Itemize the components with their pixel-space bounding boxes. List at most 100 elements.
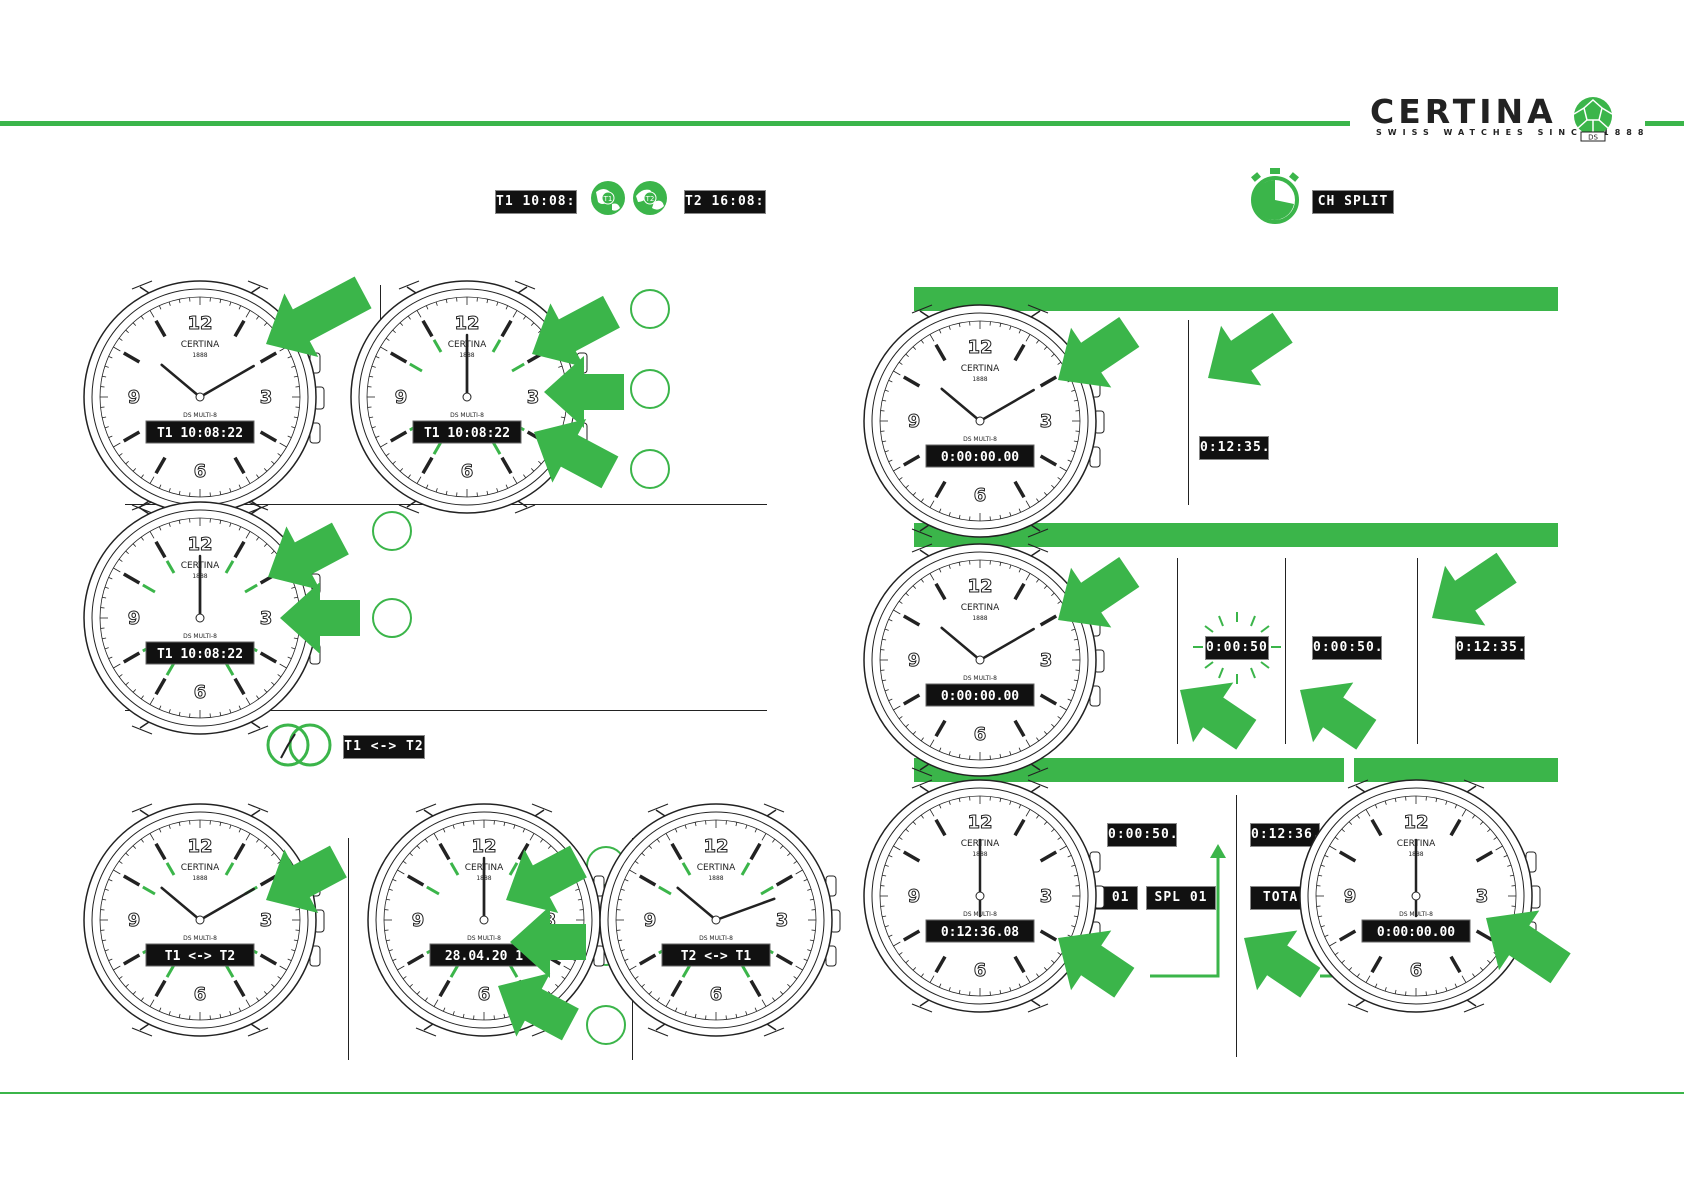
header-rule-left — [0, 121, 1350, 126]
svg-text:12: 12 — [471, 836, 496, 857]
svg-text:12: 12 — [967, 337, 992, 358]
divider-h2 — [125, 710, 767, 711]
push-arrow-icon — [1208, 312, 1293, 386]
display-row2-mid: 0:00:50.49 — [1312, 636, 1382, 660]
watch-lcd-text: 0:00:00.00 — [941, 689, 1019, 704]
header-rule-right — [1645, 121, 1684, 126]
svg-text:6: 6 — [974, 724, 987, 745]
push-arrow-icon — [1058, 930, 1135, 998]
svg-text:DS MULTI-8: DS MULTI-8 — [183, 633, 217, 640]
svg-text:3: 3 — [1040, 650, 1053, 671]
step-circle — [372, 511, 412, 551]
brand-tagline: SWISS WATCHES SINCE 1888 — [1376, 128, 1650, 137]
svg-text:12: 12 — [187, 313, 212, 334]
watch-lcd-text: 0:00:00.00 — [941, 450, 1019, 465]
step-circle — [372, 598, 412, 638]
push-arrow-icon — [510, 906, 586, 978]
svg-text:3: 3 — [1476, 886, 1489, 907]
svg-text:9: 9 — [395, 387, 408, 408]
section-bar-1 — [914, 287, 1558, 311]
display-swap: T1 <-> T2 — [343, 735, 425, 759]
push-arrow-icon — [1486, 910, 1571, 984]
push-arrow-icon — [506, 845, 587, 914]
push-arrow-icon — [1180, 682, 1257, 750]
display-spl: SPL 01 — [1146, 886, 1216, 910]
watch-lcd-text: 0:00:00.00 — [1377, 925, 1455, 940]
svg-text:9: 9 — [908, 886, 921, 907]
step-circle — [630, 449, 670, 489]
flash-rays-icon — [1193, 612, 1281, 684]
svg-text:6: 6 — [194, 682, 207, 703]
push-arrow-icon — [1058, 316, 1140, 388]
push-arrow-icon — [1432, 552, 1517, 626]
push-arrow-icon — [498, 972, 579, 1041]
svg-text:1888: 1888 — [972, 615, 987, 622]
svg-text:12: 12 — [187, 534, 212, 555]
svg-text:3: 3 — [1040, 411, 1053, 432]
svg-text:12: 12 — [1403, 812, 1428, 833]
globe-t1-label: T1 — [603, 195, 613, 203]
globe-t2-icon: T2 — [633, 181, 667, 215]
divider-r2 — [1177, 558, 1178, 744]
svg-text:3: 3 — [776, 910, 789, 931]
svg-text:6: 6 — [1410, 960, 1423, 981]
svg-text:3: 3 — [260, 387, 273, 408]
svg-text:DS MULTI-8: DS MULTI-8 — [963, 675, 997, 682]
divider-r5 — [1236, 795, 1237, 1057]
globe-t2-label: T2 — [645, 195, 655, 203]
svg-text:DS MULTI-8: DS MULTI-8 — [183, 412, 217, 419]
turtle-logo-icon: DS — [1573, 97, 1613, 142]
svg-text:DS MULTI-8: DS MULTI-8 — [450, 412, 484, 419]
svg-text:12: 12 — [703, 836, 728, 857]
svg-text:9: 9 — [412, 910, 425, 931]
svg-text:9: 9 — [908, 650, 921, 671]
svg-text:3: 3 — [260, 910, 273, 931]
section-bar-3b — [1354, 758, 1558, 782]
two-dials-swap-icon — [266, 723, 332, 767]
svg-text:DS MULTI-8: DS MULTI-8 — [467, 935, 501, 942]
push-arrow-icon — [268, 522, 349, 591]
push-arrow-icon — [1058, 556, 1140, 628]
svg-text:6: 6 — [710, 984, 723, 1005]
svg-text:9: 9 — [128, 910, 141, 931]
svg-text:12: 12 — [454, 313, 479, 334]
watch-lcd-text: T1 10:08:22 — [157, 647, 243, 662]
watch-lcd-text: 0:12:36.08 — [941, 925, 1019, 940]
svg-text:CERTINA: CERTINA — [697, 863, 736, 873]
divider-r4 — [1417, 558, 1418, 744]
push-arrow-icon — [544, 356, 624, 428]
svg-text:CERTINA: CERTINA — [961, 364, 1000, 374]
watch-lcd-text: T1 10:08:22 — [157, 426, 243, 441]
push-arrow-icon — [532, 295, 620, 368]
flow-arrow-icon — [1150, 844, 1226, 978]
svg-text:6: 6 — [194, 984, 207, 1005]
step-circle — [630, 369, 670, 409]
display-row2-right: 0:12:35.08 — [1455, 636, 1525, 660]
watch-lcd-text: T2 <-> T1 — [681, 949, 752, 964]
svg-text:DS MULTI-8: DS MULTI-8 — [183, 935, 217, 942]
svg-text:1888: 1888 — [192, 875, 207, 882]
divider-l2 — [348, 838, 349, 1060]
logo-badge: DS — [1588, 134, 1598, 142]
watch-lcd-text: T1 <-> T2 — [165, 949, 235, 964]
divider-r3 — [1285, 558, 1286, 744]
brand-logo-text: CERTINA — [1370, 92, 1557, 131]
display-ch-split: CH SPLIT — [1312, 190, 1394, 214]
globe-t1-icon: T1 — [591, 181, 625, 215]
display-row1-result: 0:12:35.08 — [1199, 436, 1269, 460]
svg-text:CERTINA: CERTINA — [181, 340, 220, 350]
svg-text:12: 12 — [187, 836, 212, 857]
svg-text:6: 6 — [461, 461, 474, 482]
push-arrow-icon — [266, 276, 372, 358]
stopwatch-icon — [1251, 168, 1299, 224]
watch-lcd-text: T1 10:08:22 — [424, 426, 510, 441]
svg-text:1888: 1888 — [972, 376, 987, 383]
divider-r1 — [1188, 320, 1189, 505]
display-row3-top-left: 0:00:50.49 — [1107, 823, 1177, 847]
svg-text:3: 3 — [260, 608, 273, 629]
